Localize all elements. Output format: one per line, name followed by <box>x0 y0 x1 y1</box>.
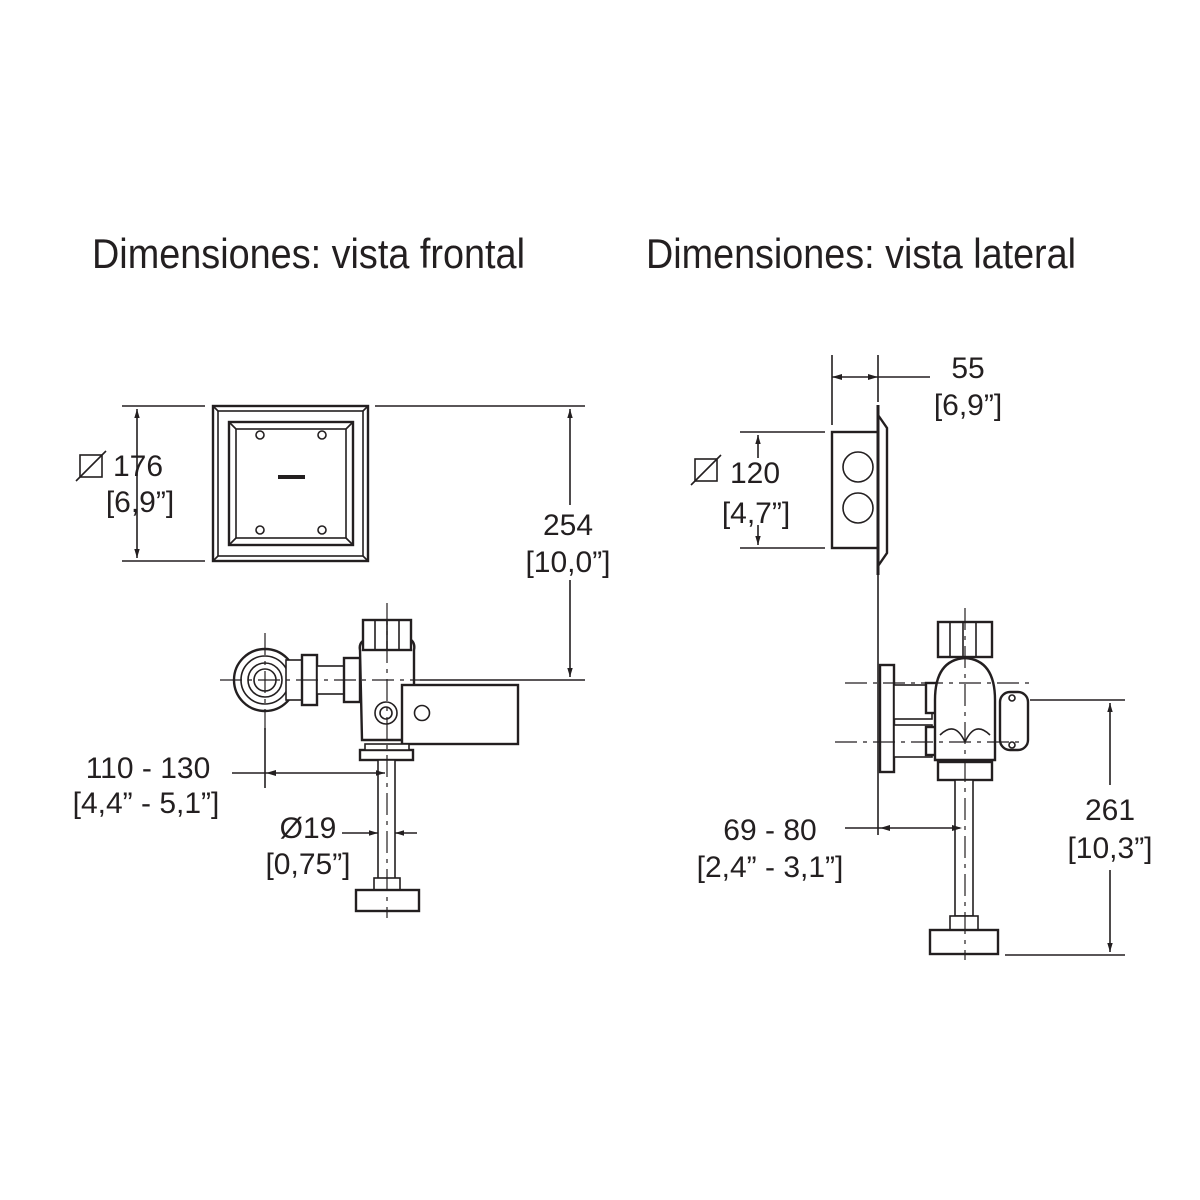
diameter-symbol-icon <box>690 454 722 486</box>
side-offset-mm: 69 - 80 <box>723 814 816 847</box>
screw-icon <box>255 430 327 535</box>
front-view-title: Dimensiones: vista frontal <box>92 230 525 277</box>
pipe-diameter-in: [0,75”] <box>265 848 350 881</box>
height-mm: 254 <box>543 509 593 542</box>
side-view: 55 [6,9”] 120 [4,7”] <box>690 352 1153 960</box>
valve-offset-in: [4,4” - 5,1”] <box>73 787 220 820</box>
box-diameter-in: [4,7”] <box>722 497 790 530</box>
plate-diameter-mm: 176 <box>113 450 163 483</box>
flush-valve-side <box>878 620 1030 956</box>
diameter-symbol-icon <box>75 450 107 482</box>
front-view: 176 [6,9”] 254 [10,0”] <box>73 404 611 918</box>
sensor-box <box>830 405 889 575</box>
brand-logo <box>278 475 305 479</box>
depth-in: [6,9”] <box>934 389 1002 422</box>
side-view-title: Dimensiones: vista lateral <box>646 230 1076 277</box>
side-offset-in: [2,4” - 3,1”] <box>697 851 844 884</box>
pipe-diameter-mm: Ø19 <box>280 812 337 845</box>
box-diameter-mm: 120 <box>730 457 780 490</box>
plate-diameter-in: [6,9”] <box>106 486 174 519</box>
side-height-in: [10,3”] <box>1067 832 1152 865</box>
depth-mm: 55 <box>951 352 984 385</box>
side-height-mm: 261 <box>1085 794 1135 827</box>
cover-plate <box>211 404 370 563</box>
height-in: [10,0”] <box>525 546 610 579</box>
valve-offset-mm: 110 - 130 <box>86 752 211 785</box>
